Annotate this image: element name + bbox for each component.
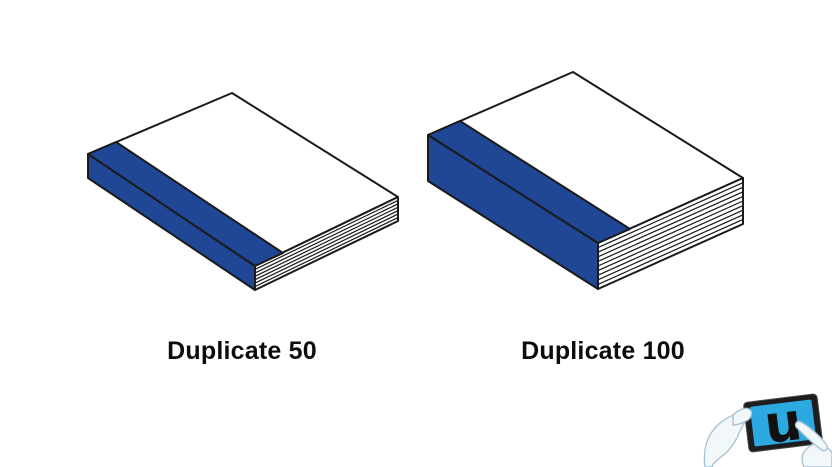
notepad-100-illustration: [427, 71, 744, 290]
left-thumb-icon: [732, 407, 753, 426]
right-hand-pointing-icon: [794, 420, 832, 467]
notepad-100-sheet-lines: [597, 182, 744, 285]
duplicate-50-label: Duplicate 50: [167, 337, 317, 365]
notepad-50-binding-top-stripe: [87, 141, 284, 267]
duplicate-100-label: Duplicate 100: [521, 337, 685, 365]
notepad-100-binding-top-stripe: [427, 120, 631, 244]
notepad-50-sheet-lines: [254, 199, 399, 288]
hands-holding-tablet-logo: u: [703, 392, 832, 467]
notepad-50-illustration: [87, 92, 399, 291]
tablet-screen: [750, 399, 816, 447]
